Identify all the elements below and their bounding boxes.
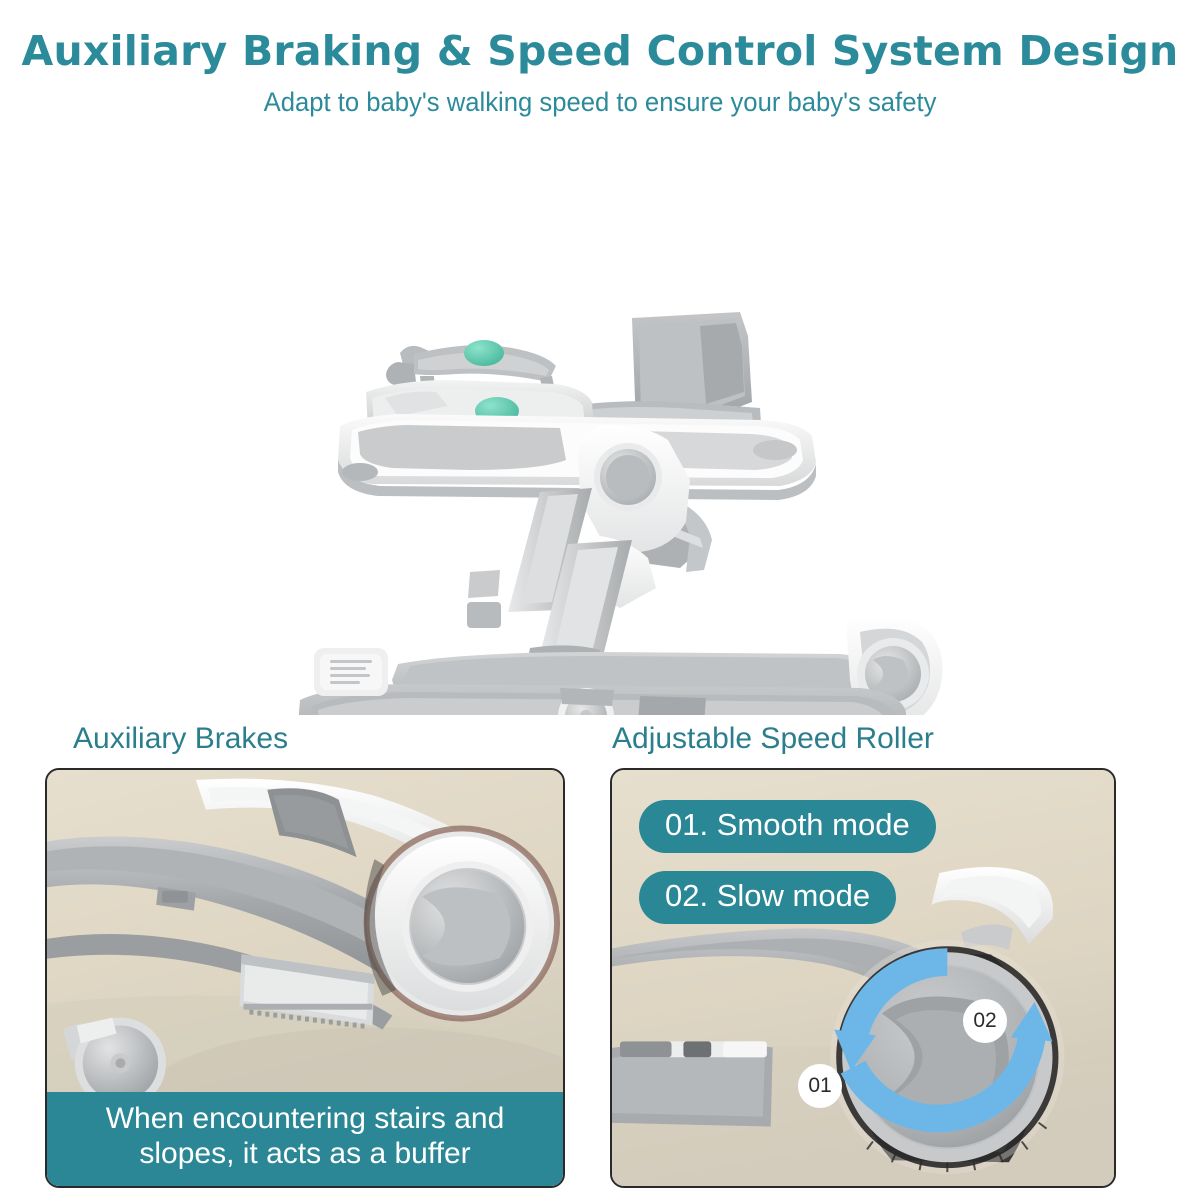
page-subtitle: Adapt to baby's walking speed to ensure … <box>263 87 937 118</box>
rotation-arrow-02 <box>840 1001 1053 1133</box>
dial-marker-02: 02 <box>963 999 1007 1043</box>
page-title: Auxiliary Braking & Speed Control System… <box>21 27 1179 75</box>
auxiliary-brakes-photo <box>47 770 563 1186</box>
hero-product-image <box>0 140 1200 715</box>
section-heading-auxiliary-brakes: Auxiliary Brakes <box>73 722 289 755</box>
section-heading-adjustable-speed-roller: Adjustable Speed Roller <box>612 722 934 755</box>
header: Auxiliary Braking & Speed Control System… <box>0 0 1200 118</box>
brand-label <box>314 648 388 696</box>
caption-auxiliary-brakes: When encountering stairs and slopes, it … <box>47 1092 563 1186</box>
mode-pill-slow[interactable]: 02. Slow mode <box>639 871 897 924</box>
rotation-arrow-01 <box>834 948 948 1072</box>
dial-marker-01: 01 <box>798 1064 842 1108</box>
caption-line-2: slopes, it acts as a buffer <box>139 1137 471 1171</box>
panel-adjustable-speed-roller: 01. Smooth mode 02. Slow mode 01 02 <box>610 768 1116 1188</box>
mode-pill-smooth[interactable]: 01. Smooth mode <box>639 800 936 853</box>
panel-auxiliary-brakes: When encountering stairs and slopes, it … <box>45 768 565 1188</box>
caption-line-1: When encountering stairs and <box>105 1102 505 1136</box>
